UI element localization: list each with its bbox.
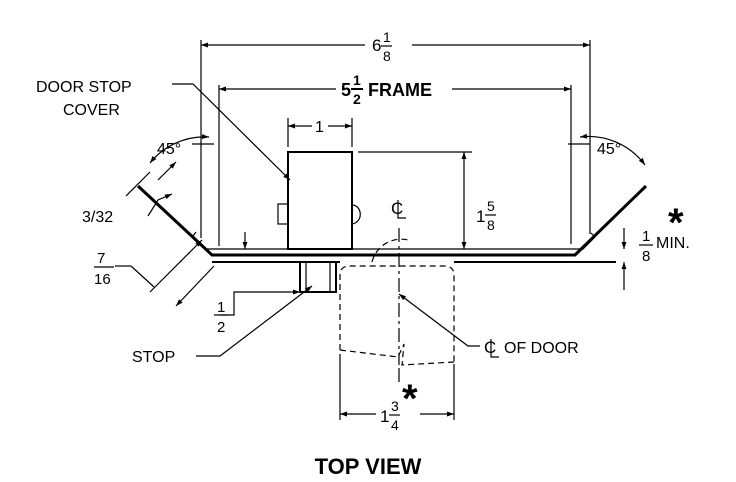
offset-den: 2 bbox=[217, 319, 225, 336]
door-stop-label-2: COVER bbox=[63, 102, 120, 119]
return-dimension bbox=[115, 239, 215, 307]
cover-depth-whole: 1 bbox=[476, 207, 485, 226]
angle-left-value: 45° bbox=[157, 141, 181, 158]
frame-dimension bbox=[218, 85, 572, 246]
angle-left-dimension bbox=[149, 134, 214, 164]
angle-right-value: 45° bbox=[597, 141, 621, 158]
door-dimension bbox=[339, 354, 455, 420]
stop-piece bbox=[299, 261, 337, 293]
asterisk-bottom: * bbox=[402, 377, 418, 421]
cover-width-value: 1 bbox=[315, 119, 324, 136]
door-den: 4 bbox=[391, 417, 399, 433]
frame-profile bbox=[136, 184, 648, 263]
svg-text:C: C bbox=[391, 199, 403, 218]
asterisk-right: * bbox=[668, 201, 684, 245]
offset-dimension bbox=[220, 289, 300, 316]
thickness-dimension bbox=[125, 161, 177, 217]
svg-text:C: C bbox=[484, 338, 496, 357]
frame-num: 1 bbox=[353, 72, 361, 88]
door-stop-leader bbox=[172, 83, 291, 181]
door-stop-cover bbox=[277, 151, 361, 250]
return-num: 7 bbox=[97, 250, 105, 267]
centerline-mark-door: C bbox=[484, 338, 499, 358]
cover-depth-den: 8 bbox=[487, 217, 495, 233]
centerline-mark-top: C bbox=[391, 199, 406, 219]
clearance-num: 1 bbox=[642, 228, 650, 245]
offset-num: 1 bbox=[217, 299, 225, 316]
overall-den: 8 bbox=[383, 48, 391, 64]
clearance-word: MIN. bbox=[656, 235, 690, 252]
frame-den: 2 bbox=[353, 91, 361, 107]
stop-label: STOP bbox=[132, 349, 175, 366]
cover-depth-num: 5 bbox=[487, 198, 495, 214]
frame-whole: 5 bbox=[341, 80, 351, 100]
cover-width-dimension bbox=[287, 118, 353, 147]
view-title: TOP VIEW bbox=[315, 454, 422, 479]
thickness-value: 3/32 bbox=[82, 209, 113, 226]
overall-num: 1 bbox=[383, 29, 391, 45]
clearance-den: 8 bbox=[642, 248, 650, 265]
return-den: 16 bbox=[94, 271, 111, 288]
cover-depth-dimension bbox=[358, 151, 472, 249]
door-num: 3 bbox=[391, 398, 399, 414]
centerline-door-label: OF DOOR bbox=[504, 340, 579, 357]
overall-whole: 6 bbox=[372, 36, 381, 55]
stop-leader bbox=[196, 285, 313, 357]
angle-right-dimension bbox=[568, 133, 646, 166]
frame-word: FRAME bbox=[368, 80, 432, 100]
door-outline bbox=[339, 228, 455, 386]
door-stop-label-1: DOOR STOP bbox=[36, 79, 132, 96]
door-whole: 1 bbox=[380, 407, 389, 426]
centerline-door-leader bbox=[398, 293, 480, 347]
